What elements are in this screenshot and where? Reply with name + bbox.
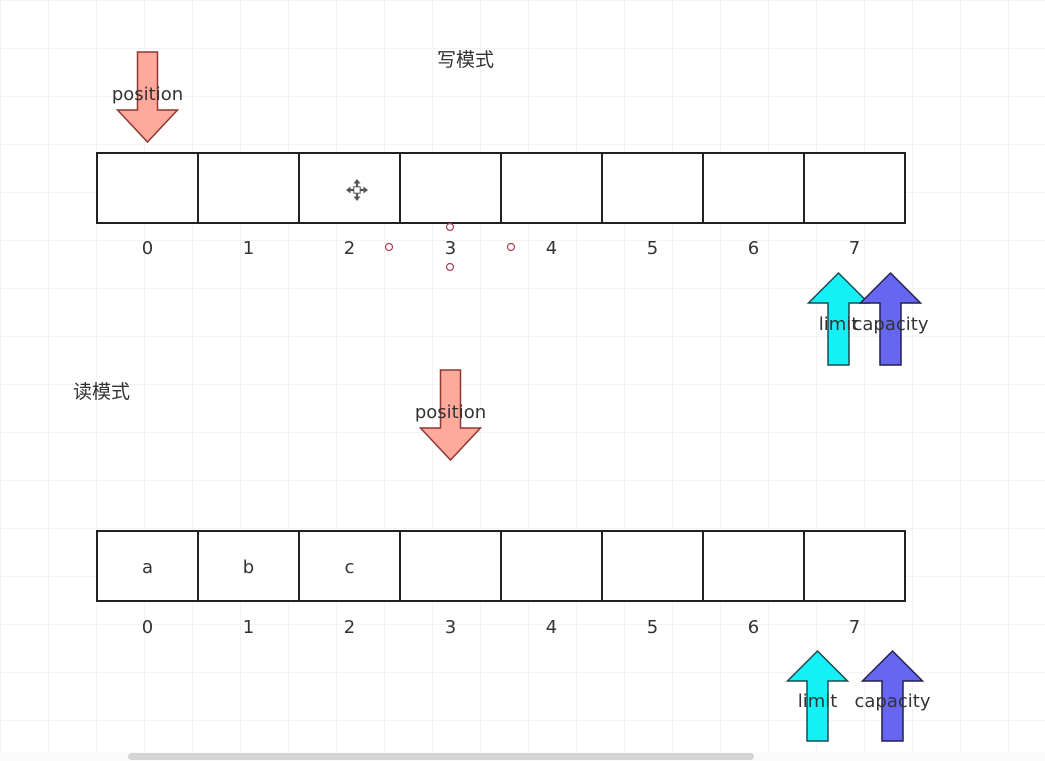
buffer-index-label: 6 [748, 238, 759, 259]
buffer-cell-box[interactable] [96, 530, 199, 602]
buffer-index-label: 3 [445, 617, 456, 638]
buffer-cell[interactable] [96, 152, 199, 224]
write-position-arrow[interactable]: position [112, 51, 183, 144]
buffer-cell-box[interactable] [601, 152, 704, 224]
buffer-cell[interactable]: c [298, 530, 401, 602]
capacity-arrow-shape[interactable] [860, 649, 925, 742]
read-capacity-label: capacity [855, 691, 931, 712]
buffer-cell-value: c [345, 557, 355, 578]
read-limit-label: limit [798, 691, 838, 712]
buffer-cell-value: b [243, 557, 254, 578]
selection-handle-top[interactable] [445, 222, 455, 232]
buffer-cell-box[interactable] [803, 152, 906, 224]
selection-handle-right[interactable] [506, 242, 516, 252]
limit-arrow-shape[interactable] [785, 649, 850, 742]
move-cursor-icon [346, 179, 368, 201]
write-mode-title: 写模式 [437, 49, 494, 71]
buffer-cell-box[interactable] [500, 152, 603, 224]
buffer-index-label: 4 [546, 617, 557, 638]
buffer-cell[interactable]: b [197, 530, 300, 602]
read-position-label: position [415, 402, 486, 423]
buffer-index-label: 1 [243, 617, 254, 638]
buffer-index-label: 4 [546, 238, 557, 259]
buffer-index-label: 5 [647, 238, 658, 259]
buffer-index-label: 7 [849, 238, 860, 259]
buffer-cell[interactable] [803, 152, 906, 224]
buffer-cell-box[interactable] [399, 152, 502, 224]
buffer-cell-box[interactable] [399, 530, 502, 602]
buffer-cell-box[interactable] [702, 152, 805, 224]
write-buffer-indices: 0 1 2 3 4 5 6 7 [142, 238, 860, 259]
buffer-index-label: 0 [142, 617, 153, 638]
selection-handle-left[interactable] [384, 242, 394, 252]
write-capacity-label: capacity [853, 314, 929, 335]
capacity-arrow-shape[interactable] [858, 271, 923, 366]
buffer-cell-box[interactable] [500, 530, 603, 602]
buffer-cell[interactable] [197, 152, 300, 224]
read-mode-title: 读模式 [73, 381, 130, 403]
buffer-cell-value: a [142, 557, 153, 578]
write-buffer-cells [96, 152, 906, 224]
write-position-label: position [112, 84, 183, 105]
buffer-cell[interactable] [601, 152, 704, 224]
buffer-cell-box[interactable] [96, 152, 199, 224]
write-limit-label: limit [819, 314, 859, 335]
buffer-cell[interactable] [399, 530, 502, 602]
write-capacity-arrow[interactable]: capacity [853, 271, 929, 366]
buffer-cell-box[interactable] [702, 530, 805, 602]
buffer-cell-box[interactable] [601, 530, 704, 602]
buffer-cell[interactable] [601, 530, 704, 602]
buffer-cell[interactable] [500, 530, 603, 602]
read-capacity-arrow[interactable]: capacity [855, 649, 931, 742]
buffer-cell[interactable] [803, 530, 906, 602]
buffer-cell-box[interactable] [197, 152, 300, 224]
buffer-cell-box[interactable] [803, 530, 906, 602]
selection-handle-bottom[interactable] [445, 262, 455, 272]
buffer-cell[interactable] [500, 152, 603, 224]
write-limit-arrow[interactable]: limit [806, 271, 871, 366]
position-arrow-shape[interactable] [115, 51, 180, 144]
buffer-cell-box[interactable] [298, 530, 401, 602]
read-limit-arrow[interactable]: limit [785, 649, 850, 742]
buffer-cell[interactable] [399, 152, 502, 224]
buffer-index-label: 2 [344, 238, 355, 259]
horizontal-scrollbar-thumb[interactable] [128, 753, 754, 760]
position-arrow-shape[interactable] [418, 369, 483, 462]
buffer-index-label: 5 [647, 617, 658, 638]
buffer-index-label: 2 [344, 617, 355, 638]
buffer-cell[interactable] [702, 530, 805, 602]
buffer-index-label: 3 [445, 238, 456, 259]
buffer-cell[interactable] [702, 152, 805, 224]
read-position-arrow[interactable]: position [415, 369, 486, 462]
buffer-index-label: 1 [243, 238, 254, 259]
buffer-index-label: 7 [849, 617, 860, 638]
read-buffer-cells: a b c [96, 530, 906, 602]
buffer-index-label: 0 [142, 238, 153, 259]
buffer-index-label: 6 [748, 617, 759, 638]
buffer-cell[interactable]: a [96, 530, 199, 602]
read-buffer-indices: 0 1 2 3 4 5 6 7 [142, 617, 860, 638]
